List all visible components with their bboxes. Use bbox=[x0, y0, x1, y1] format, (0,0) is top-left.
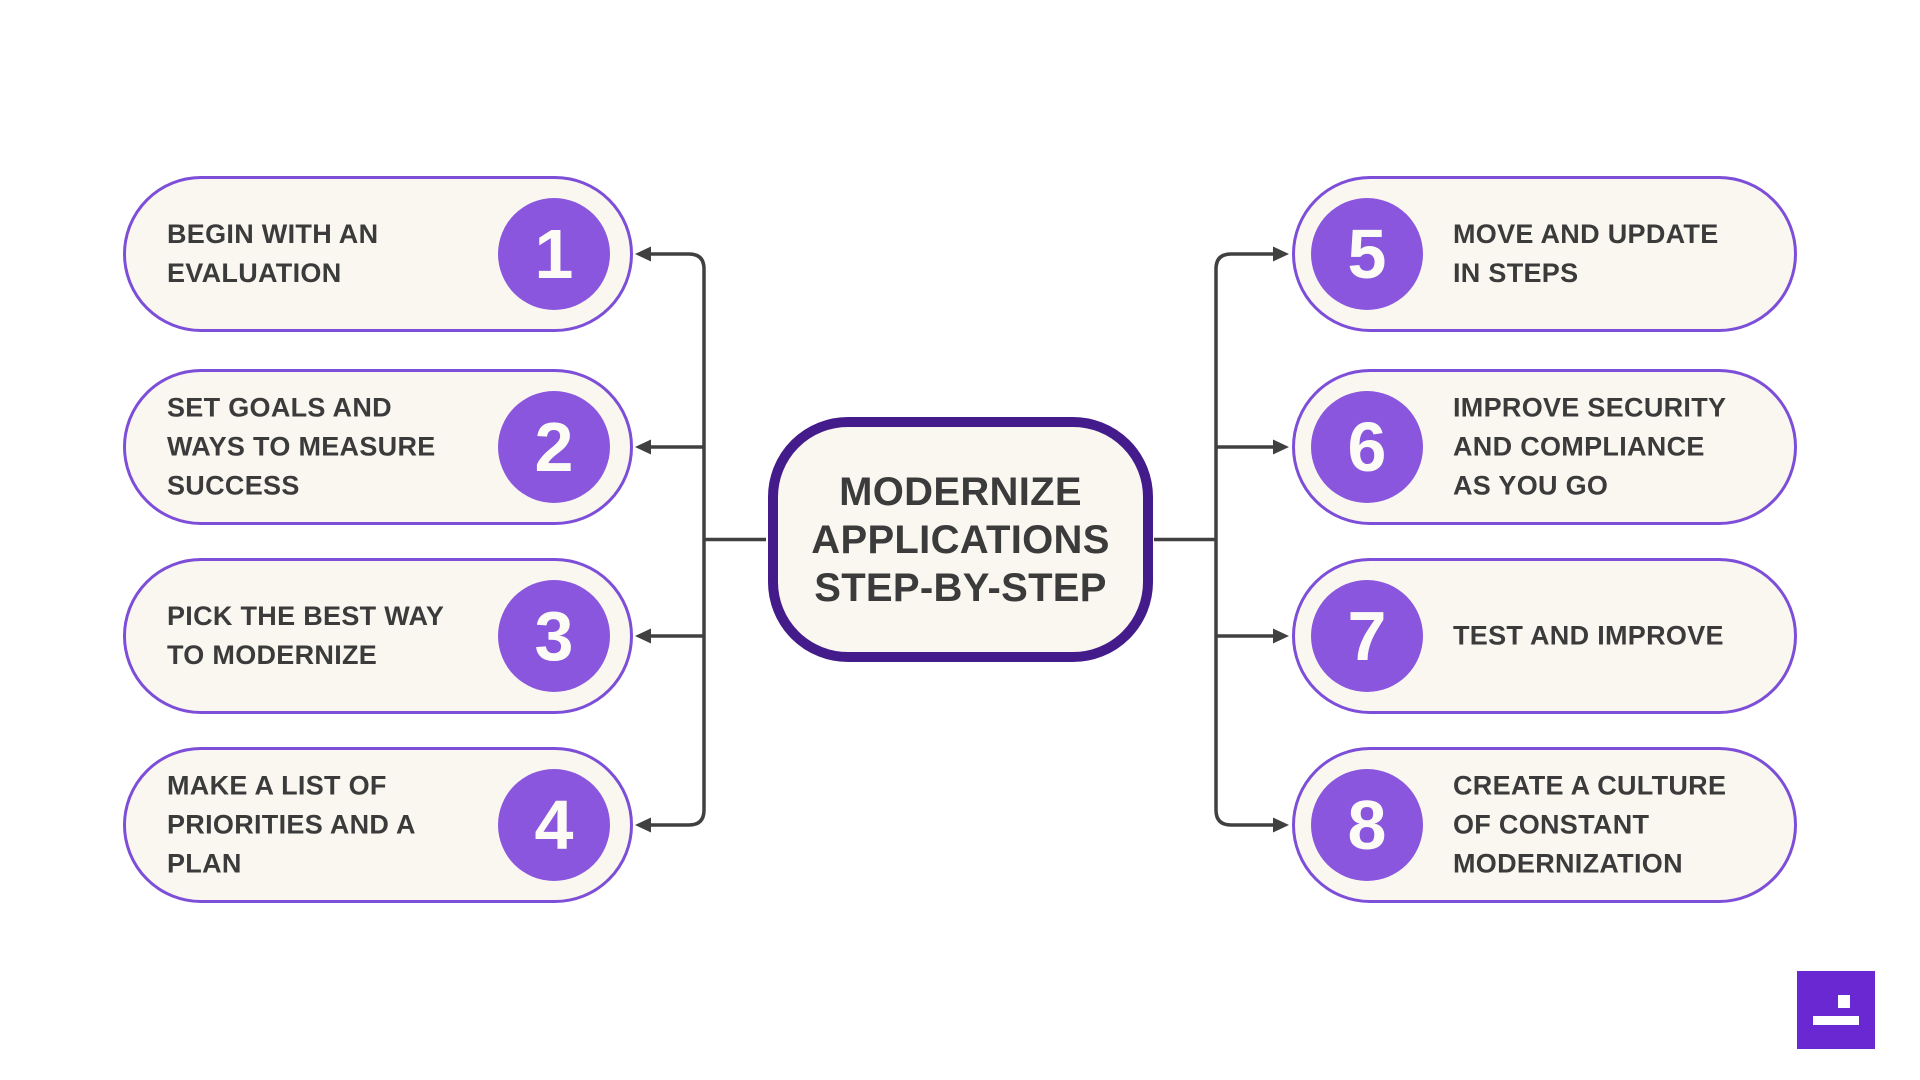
brand-logo bbox=[1797, 971, 1875, 1049]
step-number: 1 bbox=[534, 215, 574, 293]
arrowhead-right-8 bbox=[1273, 817, 1289, 833]
step-label-line: CREATE A CULTURE bbox=[1453, 770, 1727, 801]
step-number: 7 bbox=[1347, 597, 1387, 675]
step-label-line: PLAN bbox=[167, 848, 242, 879]
step-card-4: MAKE A LIST OF PRIORITIES AND A PLAN 4 bbox=[123, 747, 633, 903]
step-label-line: EVALUATION bbox=[167, 258, 342, 288]
arrowhead-left-2 bbox=[635, 439, 651, 455]
step-label-line: AS YOU GO bbox=[1453, 470, 1609, 501]
step-label-line: AND COMPLIANCE bbox=[1453, 431, 1705, 462]
center-title-line: MODERNIZE bbox=[839, 469, 1082, 514]
step-number-badge-4: 4 bbox=[498, 769, 610, 881]
step-label-2: SET GOALS AND WAYS TO MEASURE SUCCESS bbox=[167, 389, 436, 506]
step-card-3: PICK THE BEST WAY TO MODERNIZE 3 bbox=[123, 558, 633, 714]
step-number-badge-5: 5 bbox=[1311, 198, 1423, 310]
step-card-1: BEGIN WITH AN EVALUATION 1 bbox=[123, 176, 633, 332]
right-bracket-line bbox=[1214, 252, 1274, 827]
step-card-8: 8 CREATE A CULTURE OF CONSTANT MODERNIZA… bbox=[1292, 747, 1797, 903]
step-number-badge-6: 6 bbox=[1311, 391, 1423, 503]
step-label-7: TEST AND IMPROVE bbox=[1453, 617, 1724, 656]
step-number: 4 bbox=[534, 786, 574, 864]
step-label-line: BEGIN WITH AN bbox=[167, 219, 379, 249]
step-label-line: MAKE A LIST OF bbox=[167, 770, 387, 801]
arrowhead-left-1 bbox=[635, 246, 651, 262]
step-number: 2 bbox=[534, 408, 574, 486]
step-number-badge-2: 2 bbox=[498, 391, 610, 503]
step-number-badge-1: 1 bbox=[498, 198, 610, 310]
step-number: 3 bbox=[534, 597, 574, 675]
step-label-line: SET GOALS AND bbox=[167, 392, 392, 423]
step-label-3: PICK THE BEST WAY TO MODERNIZE bbox=[167, 597, 444, 675]
center-title-node: MODERNIZE APPLICATIONS STEP-BY-STEP bbox=[768, 417, 1153, 662]
arrowhead-right-6 bbox=[1273, 439, 1289, 455]
step-label-line: SUCCESS bbox=[167, 470, 300, 501]
step-card-5: 5 MOVE AND UPDATE IN STEPS bbox=[1292, 176, 1797, 332]
step-label-6: IMPROVE SECURITY AND COMPLIANCE AS YOU G… bbox=[1453, 389, 1726, 506]
step-label-line: PICK THE BEST WAY bbox=[167, 601, 445, 631]
arrowhead-right-5 bbox=[1273, 246, 1289, 262]
step-label-8: CREATE A CULTURE OF CONSTANT MODERNIZATI… bbox=[1453, 767, 1726, 884]
step-label-line: TEST AND IMPROVE bbox=[1453, 620, 1724, 651]
step-label-1: BEGIN WITH AN EVALUATION bbox=[167, 215, 378, 293]
step-label-line: OF CONSTANT bbox=[1453, 809, 1650, 840]
step-card-6: 6 IMPROVE SECURITY AND COMPLIANCE AS YOU… bbox=[1292, 369, 1797, 525]
arrowhead-right-7 bbox=[1273, 628, 1289, 644]
logo-bar-icon bbox=[1813, 1016, 1859, 1025]
step-label-line: TO MODERNIZE bbox=[167, 640, 378, 670]
step-label-line: IN STEPS bbox=[1453, 258, 1579, 288]
center-title-line: STEP-BY-STEP bbox=[814, 565, 1107, 610]
arrowhead-left-4 bbox=[635, 817, 651, 833]
step-number-badge-7: 7 bbox=[1311, 580, 1423, 692]
step-label-line: MOVE AND UPDATE bbox=[1453, 219, 1719, 249]
logo-square-icon bbox=[1838, 995, 1850, 1008]
step-number-badge-3: 3 bbox=[498, 580, 610, 692]
step-number-badge-8: 8 bbox=[1311, 769, 1423, 881]
step-card-7: 7 TEST AND IMPROVE bbox=[1292, 558, 1797, 714]
step-label-line: IMPROVE SECURITY bbox=[1453, 392, 1727, 423]
arrowhead-left-3 bbox=[635, 628, 651, 644]
left-bracket-line bbox=[646, 252, 706, 827]
step-label-5: MOVE AND UPDATE IN STEPS bbox=[1453, 215, 1719, 293]
step-label-4: MAKE A LIST OF PRIORITIES AND A PLAN bbox=[167, 767, 416, 884]
step-number: 6 bbox=[1347, 408, 1387, 486]
step-number: 8 bbox=[1347, 786, 1387, 864]
step-number: 5 bbox=[1347, 215, 1387, 293]
step-label-line: MODERNIZATION bbox=[1453, 848, 1683, 879]
center-title-line: APPLICATIONS bbox=[811, 517, 1110, 562]
step-label-line: WAYS TO MEASURE bbox=[167, 431, 436, 462]
step-label-line: PRIORITIES AND A bbox=[167, 809, 416, 840]
step-card-2: SET GOALS AND WAYS TO MEASURE SUCCESS 2 bbox=[123, 369, 633, 525]
